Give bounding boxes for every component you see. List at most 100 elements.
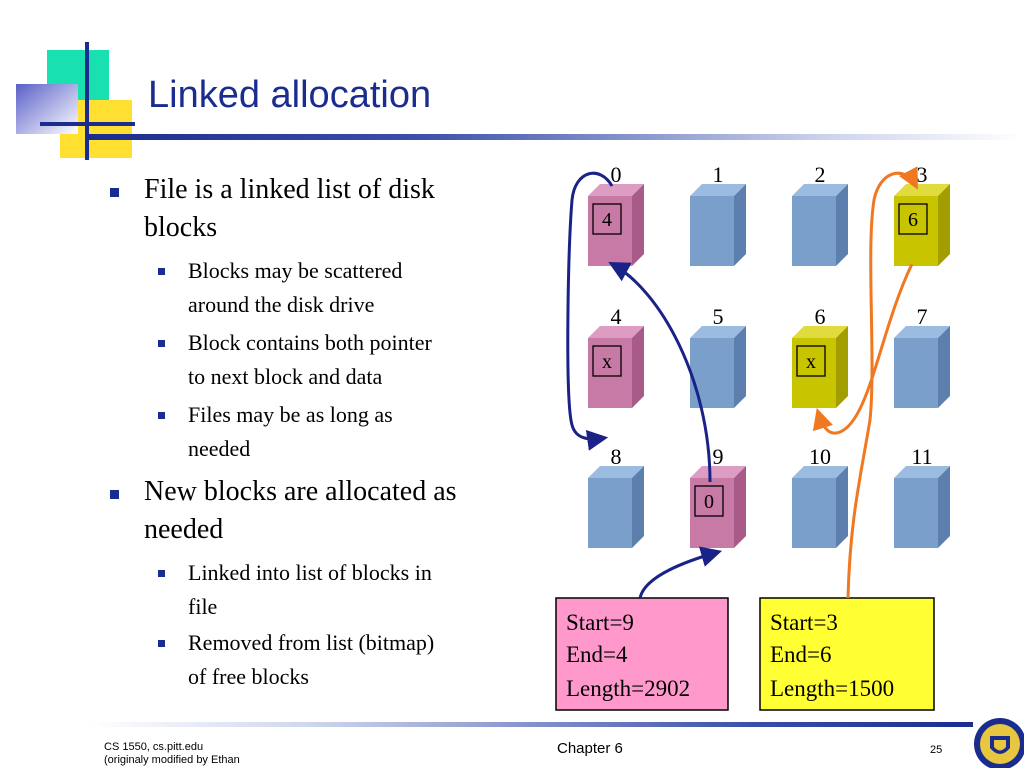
block-pointer-box	[592, 203, 622, 235]
disk-block-top	[588, 326, 644, 338]
bullet-marker	[110, 188, 119, 197]
sub-bullet-item: Files may be as long as needed	[188, 398, 518, 466]
sub-bullet-marker	[158, 640, 165, 647]
disk-block-front	[894, 338, 938, 408]
sub-bullet-item: Linked into list of blocks in file	[188, 556, 518, 624]
block-pointer-box	[796, 345, 826, 377]
disk-block-top	[690, 326, 746, 338]
disk-block-side	[938, 466, 950, 548]
sub-bullet-text: around the disk drive	[188, 292, 375, 317]
disk-block-side	[734, 184, 746, 266]
sub-bullet-text: Blocks may be scattered	[188, 258, 403, 283]
disk-block-top	[894, 466, 950, 478]
disk-block-11: 11	[894, 444, 950, 548]
sub-bullet-text: Removed from list (bitmap)	[188, 630, 435, 655]
sub-bullet-marker	[158, 268, 165, 275]
link-arrow-block-0-to-block-4	[566, 171, 614, 451]
sub-bullet-text: file	[188, 594, 218, 619]
sub-bullet-text: Files may be as long as	[188, 402, 393, 427]
block-number-label: 5	[713, 304, 724, 329]
file-entry-b-length: Length=1500	[770, 676, 894, 701]
disk-block-front	[690, 196, 734, 266]
disk-block-4: 4x	[588, 304, 644, 408]
slide-logo-decoration	[16, 42, 135, 160]
disk-block-top	[792, 466, 848, 478]
file-entry-a: Start=9 End=4 Length=2902	[555, 597, 729, 711]
disk-block-top	[588, 466, 644, 478]
sub-bullet-item: Removed from list (bitmap) of free block…	[188, 626, 518, 694]
file-entry-b: Start=3 End=6 Length=1500	[759, 597, 935, 711]
sub-bullet-marker	[158, 570, 165, 577]
disk-block-top	[588, 184, 644, 196]
disk-block-top	[894, 326, 950, 338]
footer-chapter: Chapter 6	[557, 740, 623, 757]
disk-block-side	[734, 466, 746, 548]
bullet-text: New blocks are allocated as	[144, 476, 457, 507]
disk-block-10: 10	[792, 444, 848, 548]
sub-bullet-marker	[158, 340, 165, 347]
bullet-marker	[110, 490, 119, 499]
disk-block-side	[836, 466, 848, 548]
disk-block-front	[792, 196, 836, 266]
footer-left: CS 1550, cs.pitt.edu (originaly modified…	[104, 741, 240, 767]
sub-bullet-item: Blocks may be scattered around the disk …	[188, 254, 518, 322]
link-arrow-block-9-to-block-0	[608, 261, 712, 483]
disk-block-0: 04	[588, 162, 644, 266]
link-arrow-block-3-to-block-6	[812, 263, 914, 435]
university-seal-logo	[974, 718, 1024, 768]
block-number-label: 1	[713, 162, 724, 187]
disk-block-front	[690, 338, 734, 408]
disk-block-side	[734, 326, 746, 408]
disk-block-top	[792, 184, 848, 196]
block-number-label: 6	[815, 304, 826, 329]
block-number-label: 9	[713, 444, 724, 469]
disk-block-side	[836, 326, 848, 408]
sub-bullet-marker	[158, 412, 165, 419]
block-pointer-value: x	[602, 351, 612, 373]
disk-block-top	[690, 184, 746, 196]
footer-course: CS 1550, cs.pitt.edu	[104, 741, 204, 753]
block-number-label: 8	[611, 444, 622, 469]
bullet-item: New blocks are allocated as needed	[144, 473, 534, 549]
bullet-text: File is a linked list of disk	[144, 174, 435, 205]
slide-title: Linked allocation	[148, 74, 432, 116]
block-number-label: 2	[815, 162, 826, 187]
file-entry-a-length: Length=2902	[566, 676, 690, 701]
file-entry-a-box	[555, 597, 729, 711]
sub-bullet-text: to next block and data	[188, 364, 383, 389]
footer-page-number: 25	[930, 744, 943, 756]
block-pointer-box	[592, 345, 622, 377]
disk-block-8: 8	[588, 444, 644, 548]
file-entry-b-start: Start=3	[770, 610, 838, 635]
bullet-text: blocks	[144, 212, 218, 243]
bullet-item: File is a linked list of disk blocks	[144, 171, 534, 247]
block-number-label: 0	[611, 162, 622, 187]
disk-block-front	[792, 478, 836, 548]
link-arrow-entry-a-to-block-9	[638, 546, 723, 599]
disk-block-front	[894, 478, 938, 548]
sub-bullet-text: Linked into list of blocks in	[188, 560, 432, 585]
title-underline	[88, 134, 1024, 140]
disk-block-top	[792, 326, 848, 338]
block-pointer-value: x	[806, 351, 816, 373]
disk-block-side	[938, 326, 950, 408]
file-entry-a-end: End=4	[566, 642, 628, 667]
disk-block-6: 6x	[792, 304, 848, 408]
disk-block-7: 7	[894, 304, 950, 408]
block-number-label: 10	[809, 444, 831, 469]
block-number-label: 3	[917, 162, 928, 187]
block-number-label: 11	[911, 444, 932, 469]
disk-block-9: 90	[690, 444, 746, 548]
bullet-text: needed	[144, 514, 224, 545]
block-pointer-value: 0	[704, 491, 714, 513]
file-entry-a-start: Start=9	[566, 610, 634, 635]
block-pointer-box	[898, 203, 928, 235]
disk-block-2: 2	[792, 162, 848, 266]
link-arrow-entry-b-to-block-3	[846, 166, 918, 599]
block-number-label: 4	[611, 304, 622, 329]
footer-credit: (originaly modified by Ethan	[104, 754, 240, 766]
disk-block-side	[836, 184, 848, 266]
file-entry-b-box	[759, 597, 935, 711]
